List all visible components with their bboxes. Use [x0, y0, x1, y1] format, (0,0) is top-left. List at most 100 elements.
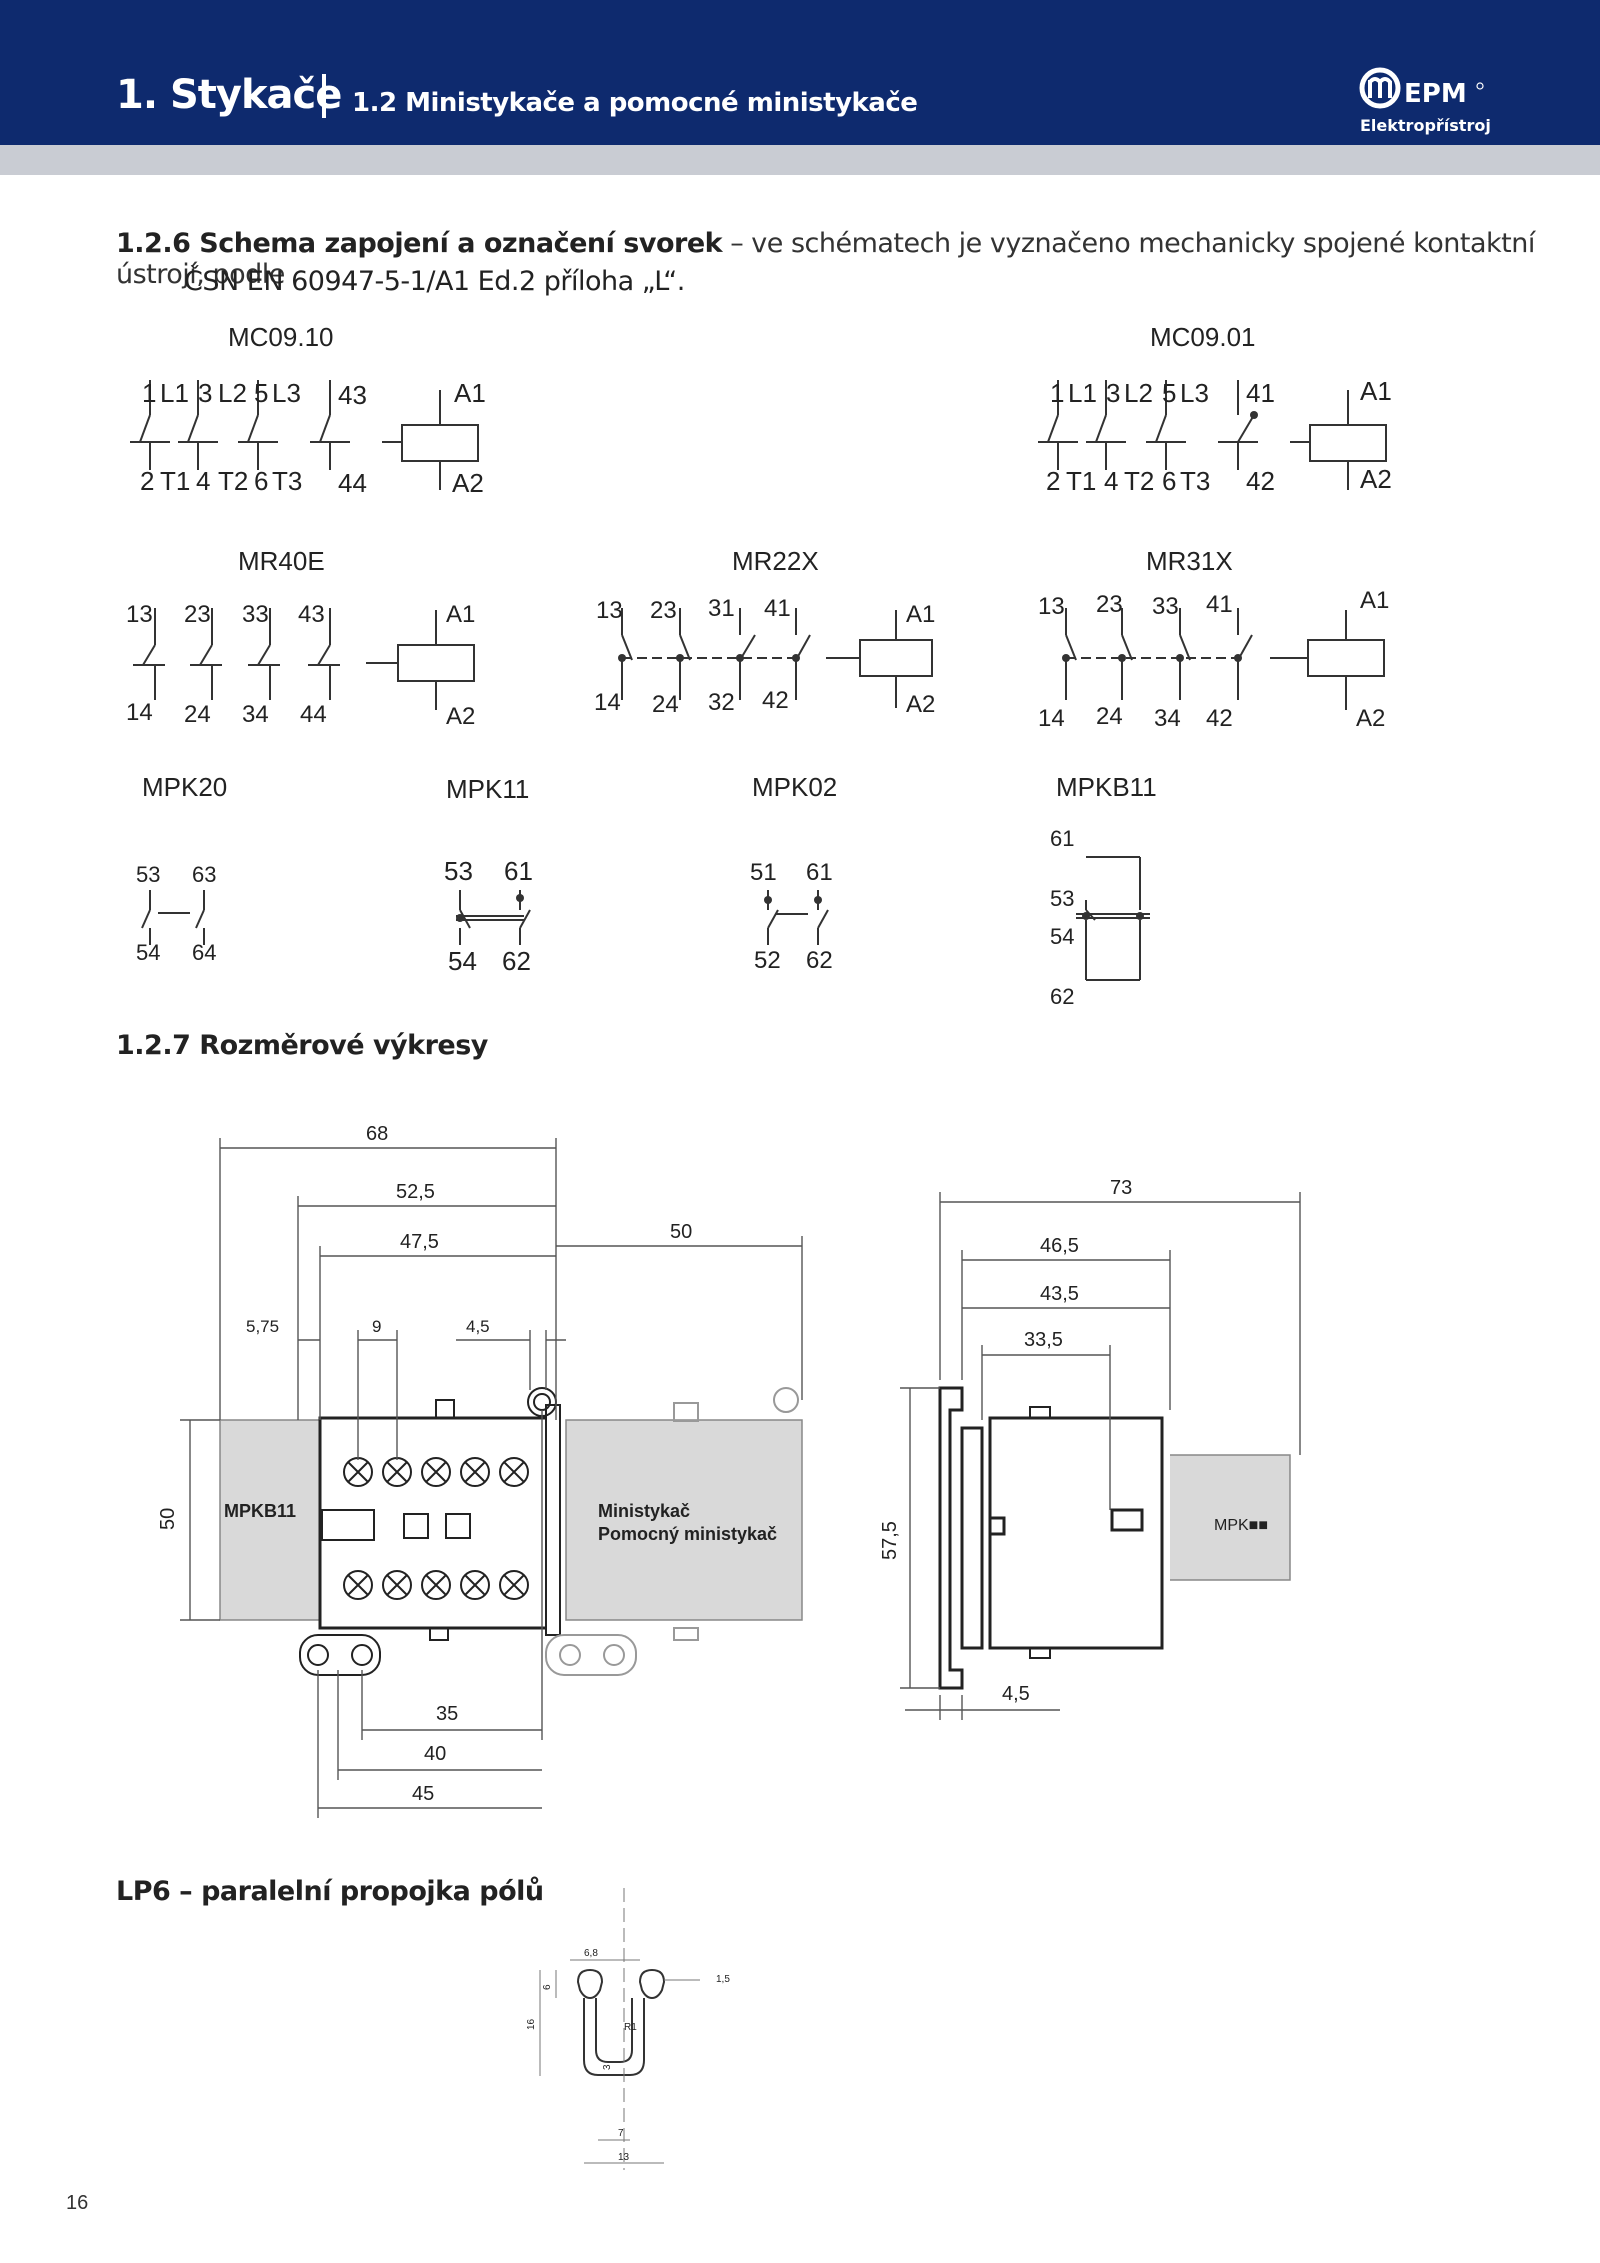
schematic-mpk20 — [141, 890, 205, 945]
terminal: 4 — [196, 466, 210, 496]
dim-33-5: 33,5 — [1024, 1329, 1063, 1351]
lp6-dim-13: 13 — [618, 2152, 630, 2163]
dim-52-5: 52,5 — [396, 1181, 435, 1203]
terminal: 63 — [192, 862, 216, 887]
terminal: 33 — [1152, 593, 1179, 620]
terminal: L1 — [1068, 378, 1097, 408]
page-number: 16 — [66, 2192, 89, 2214]
terminal: 54 — [1050, 924, 1074, 949]
chapter-subtitle: 1.2 Ministykače a pomocné ministykače — [352, 88, 918, 118]
terminal: 53 — [136, 862, 160, 887]
schematic-mr31x — [1065, 608, 1385, 710]
terminal: T2 — [218, 466, 248, 496]
label-mc0901: MC09.01 — [1150, 322, 1256, 352]
terminal: 14 — [594, 689, 621, 716]
logo-subtext: Elektropřístroj — [1360, 116, 1491, 135]
dimension-drawings: MPKB11 Ministykač Pomocný ministykač 68 … — [157, 1123, 1301, 1818]
terminal: 23 — [184, 601, 211, 628]
terminal: 24 — [652, 691, 679, 718]
terminal: A1 — [1360, 376, 1392, 406]
section-lp6-heading: LP6 – paralelní propojka pólů — [116, 1876, 544, 1907]
dim-side-4-5: 4,5 — [1002, 1683, 1030, 1705]
terminal: 5 — [1162, 378, 1176, 408]
terminal: T2 — [1124, 466, 1154, 496]
dim-50: 50 — [670, 1221, 692, 1243]
lp6-dim-16: 16 — [526, 2018, 537, 2030]
terminal: 13 — [596, 597, 623, 624]
dim-68: 68 — [366, 1123, 388, 1145]
terminal: 24 — [184, 701, 211, 728]
label-mpkb11-part: MPKB11 — [224, 1501, 296, 1521]
label-mpk20: MPK20 — [142, 772, 227, 802]
terminal: 2 — [1046, 466, 1060, 496]
terminal: 13 — [126, 601, 153, 628]
terminal: 42 — [762, 687, 789, 714]
drawing-side-view: MPK■■ 73 46,5 43,5 33,5 57,5 4,5 — [879, 1177, 1301, 1720]
page-header: 1. Stykače 1.2 Ministykače a pomocné min… — [0, 0, 1600, 145]
terminal: 41 — [764, 595, 791, 622]
terminal: A2 — [906, 691, 935, 718]
dim-46-5: 46,5 — [1040, 1235, 1079, 1257]
schematics-area: MC09.10 MC09.01 MR40E MR22X MR31X MPK20 … — [126, 322, 1392, 1009]
dim-4-5: 4,5 — [466, 1317, 490, 1336]
section-127-heading: 1.2.7 Rozměrové výkresy — [116, 1030, 488, 1061]
terminal: 53 — [1050, 886, 1074, 911]
terminal: L2 — [218, 378, 247, 408]
terminal: 41 — [1206, 591, 1233, 618]
terminal: T3 — [1180, 466, 1210, 496]
terminal: 44 — [300, 701, 327, 728]
terminal: 6 — [1162, 466, 1176, 496]
label-mpk11: MPK11 — [446, 774, 529, 804]
terminal: 24 — [1096, 703, 1123, 730]
dim-45: 45 — [412, 1783, 434, 1805]
schematic-mr40e — [133, 608, 475, 710]
terminal: T1 — [160, 466, 190, 496]
terminal: 1 — [142, 378, 156, 408]
terminal: 54 — [448, 946, 477, 976]
terminal: 14 — [126, 699, 153, 726]
terminal: A1 — [906, 601, 935, 628]
terminal: 14 — [1038, 705, 1065, 732]
dim-height-50: 50 — [157, 1508, 179, 1530]
terminal: 32 — [708, 689, 735, 716]
section-126-text-line2: ČSN EN 60947-5-1/A1 Ed.2 příloha „L“. — [184, 266, 685, 297]
terminal: 61 — [1050, 826, 1074, 851]
section-126-heading: 1.2.6 Schema zapojení a označení svorek … — [116, 228, 1600, 290]
dim-73: 73 — [1110, 1177, 1132, 1199]
terminal: A1 — [446, 601, 475, 628]
dim-43-5: 43,5 — [1040, 1283, 1079, 1305]
label-mr40e: MR40E — [238, 546, 325, 576]
terminal: T3 — [272, 466, 302, 496]
terminal: 62 — [502, 946, 531, 976]
label-pomocny: Pomocný ministykač — [598, 1524, 777, 1544]
logo-text: EPM — [1404, 79, 1467, 109]
terminal: 2 — [140, 466, 154, 496]
lp6-dim-7: 7 — [618, 2128, 624, 2139]
epm-logo: EPM — [1359, 67, 1484, 109]
lp6-dim-1-5: 1,5 — [716, 1974, 730, 1985]
terminal: A1 — [1360, 587, 1389, 614]
terminal: 61 — [504, 856, 533, 886]
terminal: 1 — [1050, 378, 1064, 408]
terminal: 3 — [1106, 378, 1120, 408]
section-126-title: 1.2.6 Schema zapojení a označení svorek — [116, 228, 723, 259]
header-separator — [322, 74, 326, 118]
label-mr22x: MR22X — [732, 546, 819, 576]
terminal: A2 — [452, 468, 484, 498]
terminal: 54 — [136, 940, 160, 965]
schematic-mr22x — [621, 608, 933, 708]
terminal: 6 — [254, 466, 268, 496]
label-mpk02: MPK02 — [752, 772, 837, 802]
chapter-title: 1. Stykače — [116, 72, 342, 118]
terminal: 53 — [444, 856, 473, 886]
dim-47-5: 47,5 — [400, 1231, 439, 1253]
terminal: L3 — [1180, 378, 1209, 408]
terminal: 31 — [708, 595, 735, 622]
dim-9: 9 — [372, 1317, 381, 1336]
terminal: 51 — [750, 859, 777, 886]
dim-40: 40 — [424, 1743, 446, 1765]
terminal: 4 — [1104, 466, 1118, 496]
terminal: 43 — [338, 380, 367, 410]
terminal: L2 — [1124, 378, 1153, 408]
label-mr31x: MR31X — [1146, 546, 1233, 576]
